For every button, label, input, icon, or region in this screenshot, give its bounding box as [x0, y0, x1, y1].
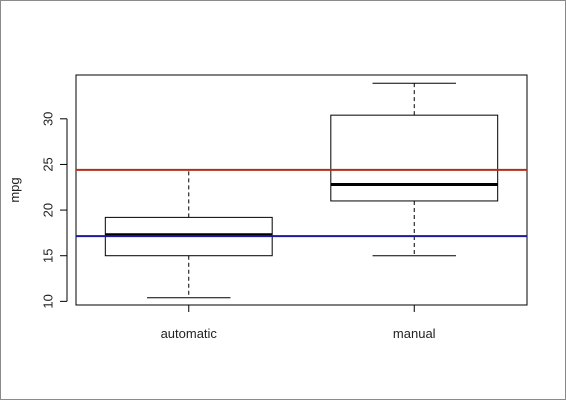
y-tick-label: 15 — [40, 248, 55, 262]
y-axis: 10 15 20 25 30 — [40, 112, 68, 309]
x-tick-label: manual — [393, 326, 436, 341]
y-tick-label: 20 — [40, 203, 55, 217]
y-tick-label: 10 — [40, 294, 55, 308]
y-axis-label: mpg — [7, 177, 22, 202]
reference-lines — [76, 168, 527, 238]
box-manual — [330, 82, 499, 257]
boxes-layer — [104, 82, 499, 299]
y-tick-label: 30 — [40, 112, 55, 126]
box-automatic — [104, 169, 273, 299]
x-axis: automatic manual — [161, 305, 436, 341]
y-tick-label: 25 — [40, 157, 55, 171]
plot-area-border — [75, 74, 528, 306]
x-tick-label: automatic — [161, 326, 218, 341]
box-iqr — [330, 114, 499, 202]
